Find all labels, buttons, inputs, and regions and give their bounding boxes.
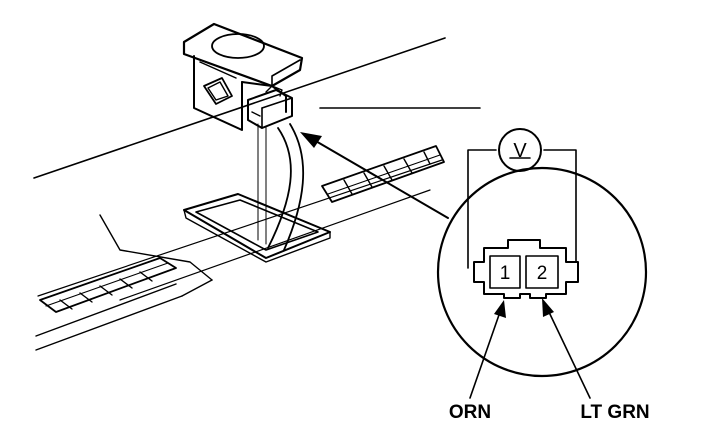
vent-grille-right <box>321 145 445 203</box>
svg-text:V: V <box>513 140 527 162</box>
wire-color-leaders <box>469 298 591 399</box>
switch-assembly <box>182 22 304 131</box>
wire-color-label-lt-grn: LT GRN <box>580 402 649 423</box>
console-panel <box>33 37 481 351</box>
detail-circle <box>436 166 648 378</box>
vent-grille-left <box>39 257 177 313</box>
probe-wire-left <box>467 149 497 269</box>
connector-face: 1 2 <box>473 239 579 299</box>
wire-color-label-orn: ORN <box>449 402 491 423</box>
switch-button-top <box>211 33 265 59</box>
pin-1-label: 1 <box>500 263 511 284</box>
switch-mounting-hole <box>183 193 331 263</box>
detail-pointer-arrow <box>300 132 449 219</box>
pin-2-label: 2 <box>537 263 548 284</box>
probe-wire-right <box>543 149 577 263</box>
wire-harness <box>257 123 305 251</box>
connector-detail-view: V 1 2 <box>436 128 648 399</box>
voltmeter-icon: V <box>498 128 542 172</box>
